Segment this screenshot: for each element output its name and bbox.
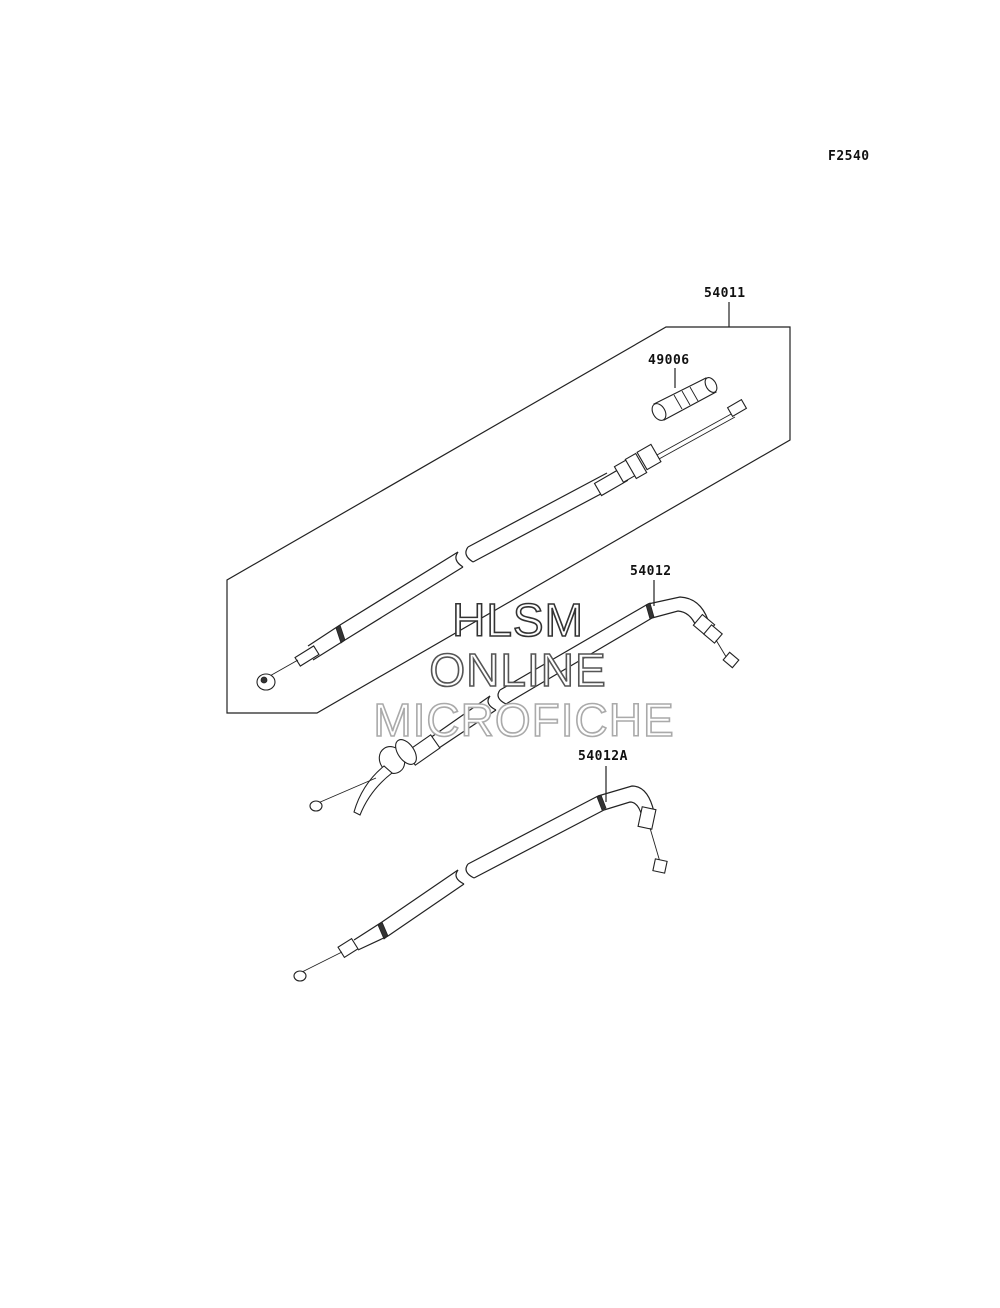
group-bracket-54011 [226, 326, 791, 714]
watermark: HLSM ONLINE MICROFICHE [373, 593, 675, 747]
cable-54012 [309, 596, 740, 816]
part-label-54012a[interactable]: 54012A [578, 749, 628, 764]
figure-code: F2540 [828, 149, 870, 164]
throttle-cable-54012[interactable]: 54012 [309, 564, 740, 816]
cable-assembly-54011[interactable]: 54011 [226, 286, 791, 714]
cable-54012a [293, 785, 668, 982]
rubber-boot-49006[interactable]: 49006 [648, 353, 719, 423]
watermark-line-2: ONLINE [429, 644, 606, 696]
watermark-line-1: HLSM [452, 594, 584, 646]
part-label-49006[interactable]: 49006 [648, 353, 690, 368]
part-label-54011[interactable]: 54011 [704, 286, 746, 301]
throttle-cable-54012a[interactable]: 54012A [293, 749, 668, 982]
cable-54011 [256, 398, 748, 691]
watermark-line-3: MICROFICHE [373, 694, 674, 746]
part-label-54012[interactable]: 54012 [630, 564, 672, 579]
